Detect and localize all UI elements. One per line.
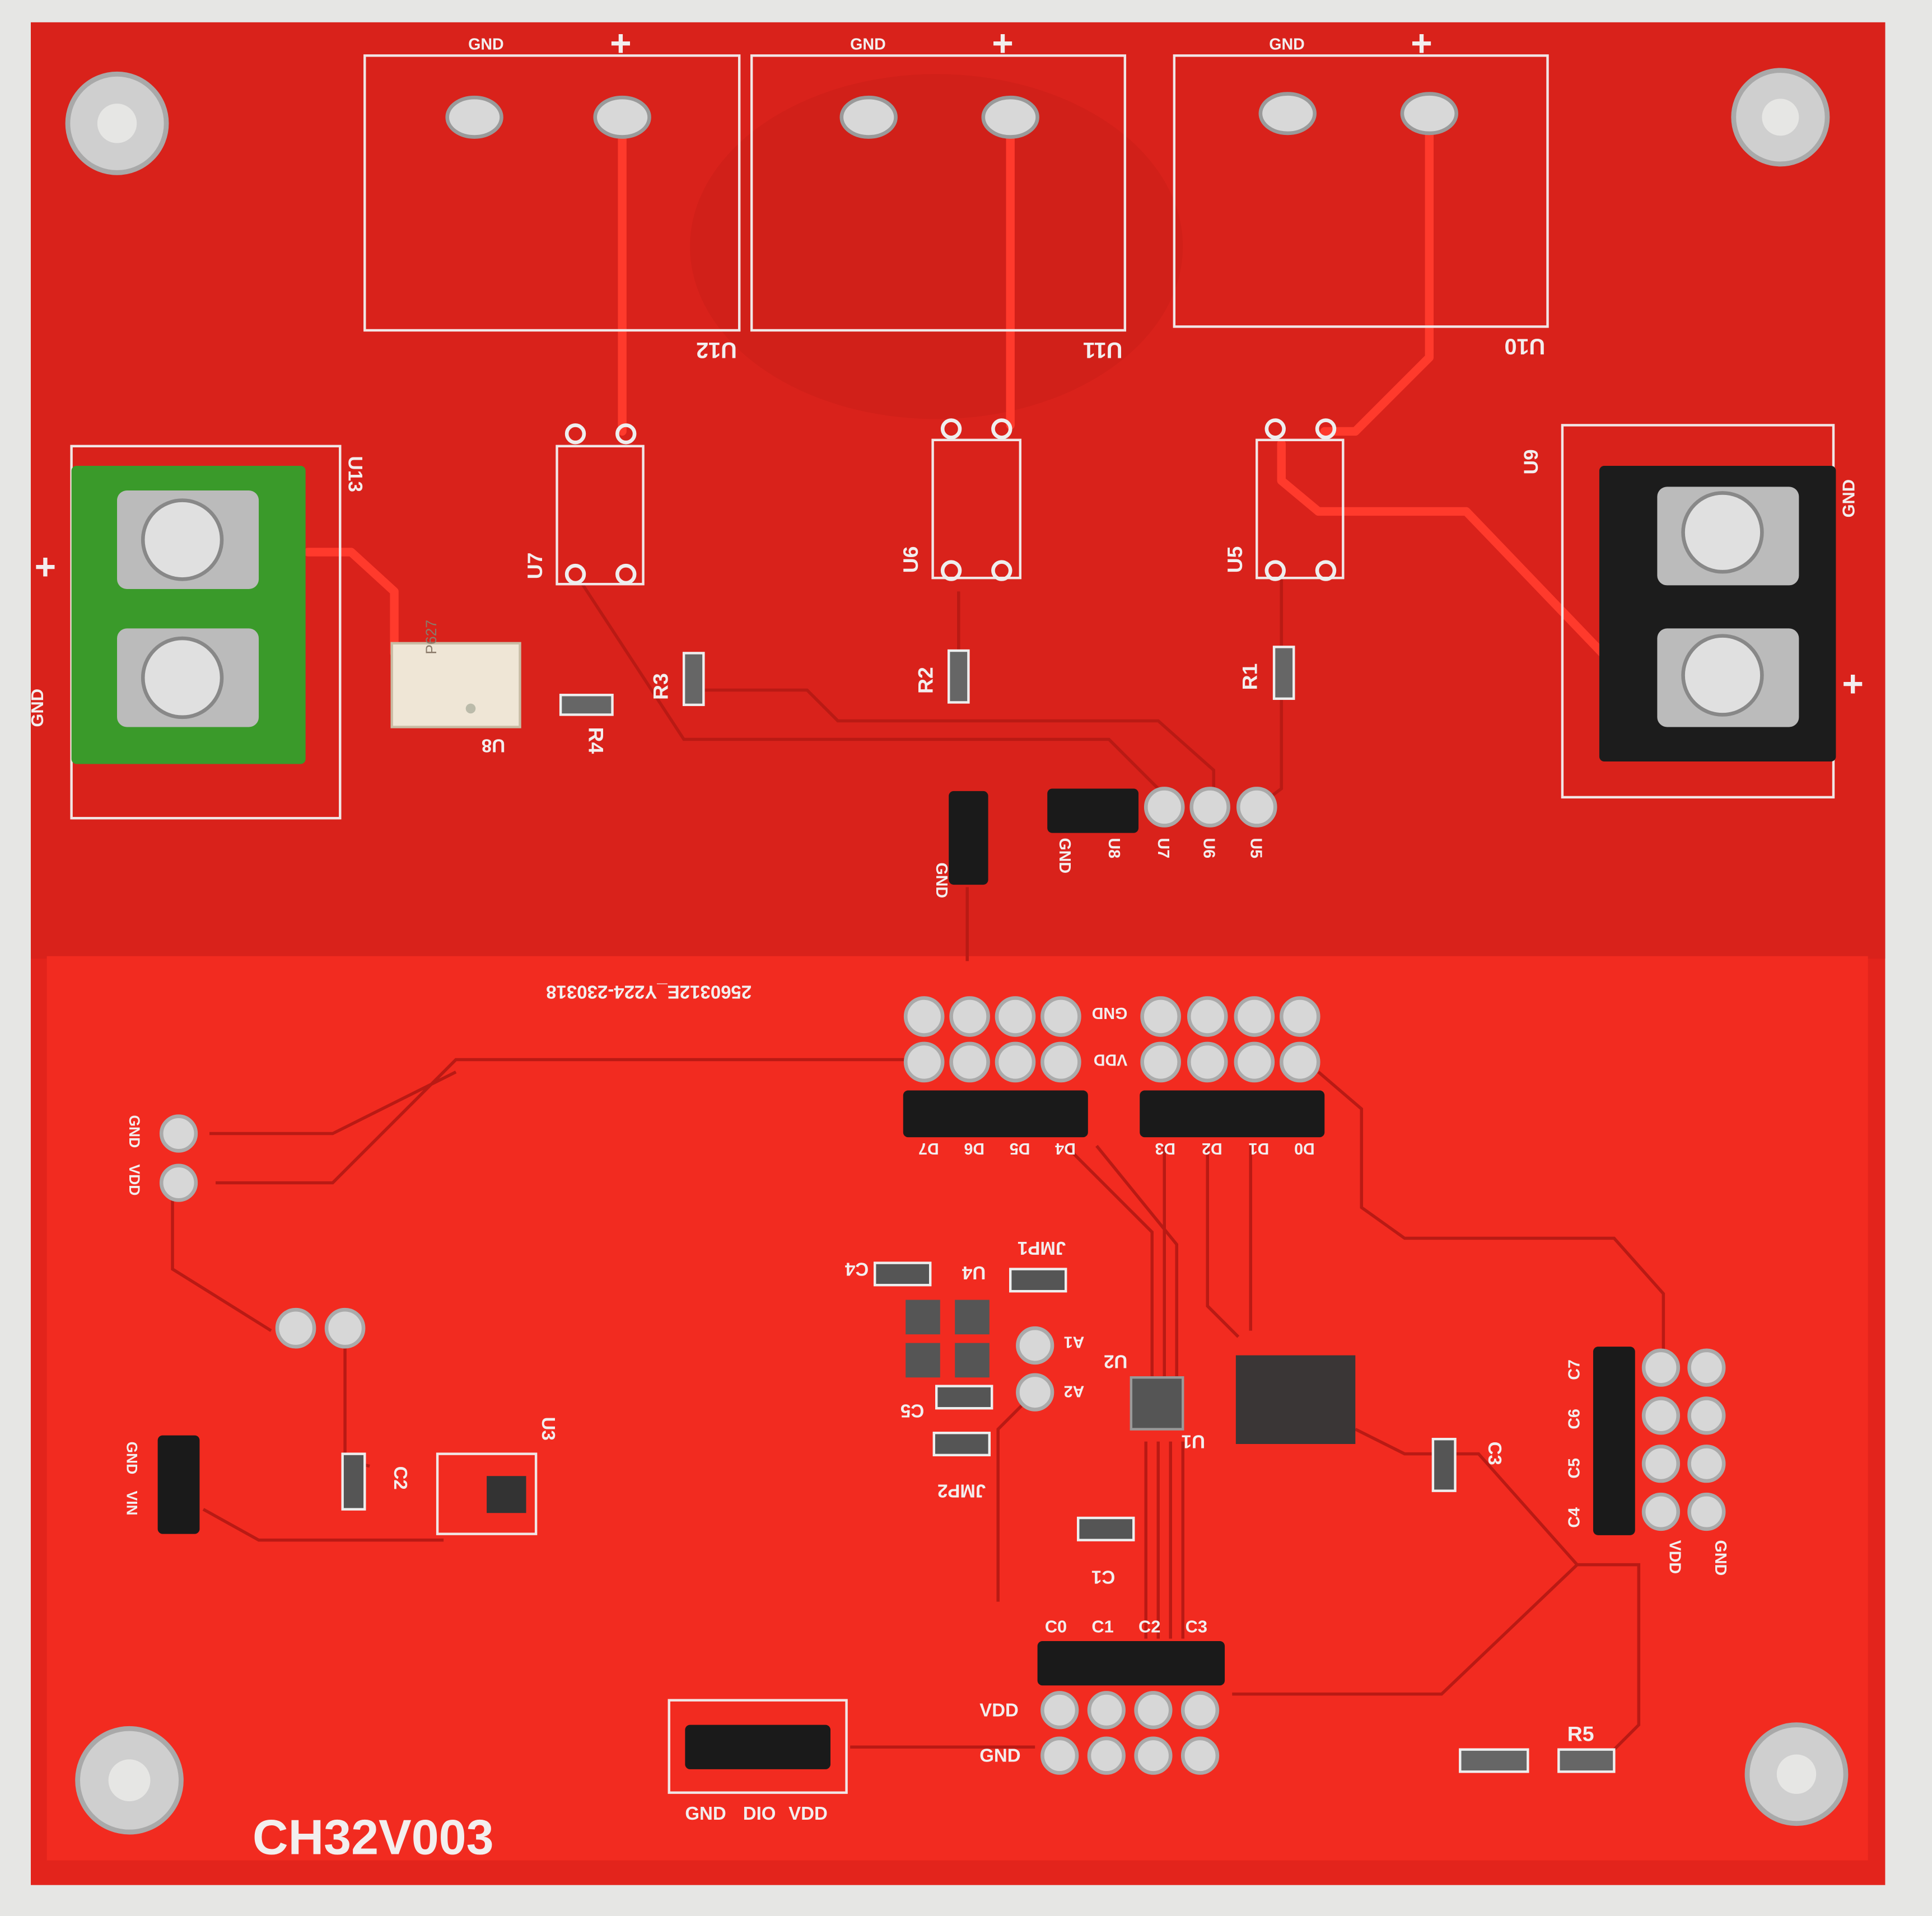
c-header-right[interactable]: C7 C6 C5 C4 VDD GND bbox=[1566, 1347, 1729, 1576]
resistor-ref: R4 bbox=[585, 727, 608, 754]
pin-label: D3 bbox=[1155, 1139, 1175, 1157]
terminal-block-u9: + GND U9 bbox=[1520, 424, 1864, 799]
component-ref: C3 bbox=[1485, 1442, 1505, 1465]
pin-label: C2 bbox=[1138, 1617, 1160, 1637]
trace bbox=[1320, 109, 1434, 436]
pin-label: GND bbox=[124, 1442, 141, 1475]
header-pin-label: U7 bbox=[1154, 838, 1172, 858]
relay-plus-label: + bbox=[992, 22, 1014, 63]
resistor-ref: R1 bbox=[1238, 663, 1261, 690]
relay-u12: GND + U12 bbox=[363, 22, 741, 362]
pin-label: C7 bbox=[1566, 1359, 1584, 1380]
opto-ref: U7 bbox=[523, 553, 547, 580]
col-label: VDD bbox=[1665, 1540, 1683, 1574]
left-power-pads[interactable]: GND VDD GND VIN bbox=[124, 1114, 366, 1534]
opto-ref: U5 bbox=[1223, 546, 1247, 573]
u8-marking: P627 bbox=[423, 620, 440, 655]
pin-label: C4 bbox=[1566, 1507, 1584, 1528]
resistors: R1 R2 R3 R4 R5 bbox=[559, 646, 1616, 1773]
stain bbox=[690, 74, 1183, 419]
terminal-gnd-label: GND bbox=[1838, 479, 1858, 517]
component-ref: JMP1 bbox=[1018, 1238, 1066, 1259]
trace bbox=[304, 548, 399, 658]
pin-label: C6 bbox=[1566, 1409, 1584, 1429]
relay-gnd-label: GND bbox=[1269, 35, 1305, 53]
terminal-block-u13: + GND U13 bbox=[27, 445, 366, 820]
c-header-bottom[interactable]: C0 C1 C2 C3 VDD GND bbox=[979, 1617, 1225, 1775]
debug-header[interactable]: GND DIO VDD bbox=[668, 1699, 848, 1824]
resistor-ref: R3 bbox=[649, 673, 673, 700]
pin-label: C5 bbox=[1566, 1458, 1584, 1479]
relay-u10: GND + U10 bbox=[1173, 22, 1549, 358]
terminal-plus-label: + bbox=[35, 545, 57, 587]
relay-ref: U11 bbox=[1083, 338, 1122, 362]
pin-label: GND bbox=[126, 1115, 143, 1148]
output-header[interactable]: GND GND U8 U7 U6 U5 bbox=[932, 787, 1277, 898]
opto-ref: U8 bbox=[482, 735, 505, 756]
row-label: GND bbox=[979, 1745, 1020, 1766]
pin-label: VDD bbox=[788, 1803, 828, 1824]
component-ref: JMP2 bbox=[937, 1481, 986, 1502]
header-gnd-label: GND bbox=[932, 862, 950, 898]
pin-label: D4 bbox=[1055, 1139, 1076, 1157]
relay-plus-label: + bbox=[1411, 22, 1432, 63]
components: C2 U3 C4 U4 JMP1 A1 A2 U2 C5 JMP2 U1 C3 … bbox=[341, 1238, 1505, 1588]
header-pin-label: U8 bbox=[1105, 838, 1123, 858]
pin-label: D6 bbox=[964, 1139, 984, 1157]
component-ref: C2 bbox=[390, 1466, 411, 1490]
board-serial: 2560312E_Y224-230318 bbox=[546, 982, 752, 1003]
trace bbox=[1277, 439, 1619, 670]
pin-label: D1 bbox=[1249, 1139, 1270, 1157]
pin-label: D7 bbox=[918, 1139, 939, 1157]
terminal-ref: U9 bbox=[1520, 449, 1542, 474]
component-ref: U3 bbox=[538, 1417, 559, 1441]
header-pin-label: U5 bbox=[1247, 838, 1264, 858]
resistor-ref: R5 bbox=[1567, 1722, 1594, 1745]
component-ref: C4 bbox=[844, 1259, 869, 1280]
row-label: VDD bbox=[1094, 1051, 1127, 1069]
header-pin-label: U6 bbox=[1200, 838, 1218, 858]
terminal-ref: U13 bbox=[344, 456, 366, 492]
pin-label: C0 bbox=[1045, 1617, 1067, 1637]
row-label: VDD bbox=[979, 1699, 1019, 1720]
relay-gnd-label: GND bbox=[468, 35, 504, 53]
opto-ref: U6 bbox=[899, 546, 922, 573]
component-ref: C1 bbox=[1091, 1567, 1115, 1588]
pin-label: DIO bbox=[743, 1803, 776, 1824]
header-pin-label: GND bbox=[1056, 838, 1074, 873]
pin-label: C3 bbox=[1186, 1617, 1207, 1637]
component-ref: U1 bbox=[1182, 1432, 1205, 1452]
pin-label: D2 bbox=[1202, 1139, 1222, 1157]
relay-plus-label: + bbox=[610, 22, 632, 63]
board-title: CH32V003 bbox=[253, 1810, 494, 1865]
component-ref: U2 bbox=[1104, 1352, 1127, 1372]
pin-label: VDD bbox=[126, 1165, 143, 1196]
data-header[interactable]: GND VDD D7 D6 D5 D4 D3 D2 D1 D0 bbox=[903, 996, 1325, 1158]
resistor-ref: R2 bbox=[914, 667, 937, 694]
relay-ref: U12 bbox=[696, 338, 737, 362]
col-label: GND bbox=[1711, 1540, 1729, 1576]
terminal-plus-label: + bbox=[1842, 662, 1864, 704]
pin-label: VIN bbox=[124, 1491, 141, 1516]
u8-optocoupler: P627 U8 bbox=[390, 620, 521, 756]
terminal-gnd-label: GND bbox=[27, 689, 47, 727]
relay-pads bbox=[445, 92, 1459, 139]
component-ref: C5 bbox=[900, 1401, 924, 1422]
relay-u11: GND + U11 bbox=[750, 22, 1127, 362]
component-ref: A2 bbox=[1064, 1382, 1085, 1400]
pin-label: C1 bbox=[1091, 1617, 1113, 1637]
pin-label: GND bbox=[685, 1803, 726, 1824]
relay-gnd-label: GND bbox=[850, 35, 886, 53]
opto-footprints: U7 U6 U5 bbox=[523, 418, 1345, 586]
row-label: GND bbox=[1092, 1004, 1128, 1022]
pin-label: D0 bbox=[1294, 1139, 1315, 1157]
component-ref: U4 bbox=[962, 1263, 986, 1283]
component-ref: A1 bbox=[1064, 1333, 1085, 1351]
relay-ref: U10 bbox=[1504, 334, 1545, 358]
pin-label: D5 bbox=[1010, 1139, 1030, 1157]
